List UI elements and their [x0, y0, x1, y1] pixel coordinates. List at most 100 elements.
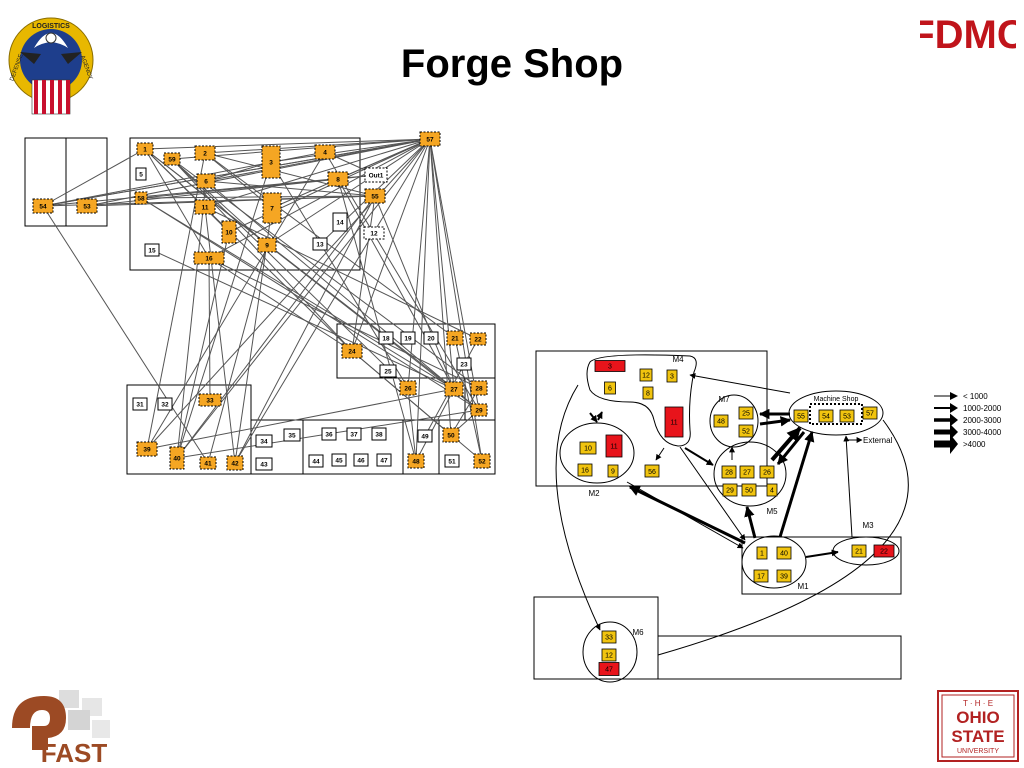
flow-line — [204, 206, 479, 340]
department-node: 5 — [135, 167, 147, 181]
cell-department-node: 52 — [738, 424, 754, 438]
department-node: Out1 — [364, 167, 388, 183]
cell-department-node: 4 — [766, 483, 778, 497]
department-label: 52 — [478, 459, 486, 466]
department-node: 25 — [379, 364, 397, 378]
department-node: 22 — [469, 332, 487, 346]
page-title: Forge Shop — [400, 42, 624, 86]
flow-line — [324, 151, 480, 411]
flow-line — [205, 138, 431, 182]
flow-line — [450, 387, 480, 436]
flow-line — [234, 195, 376, 464]
department-node: 34 — [255, 434, 273, 448]
flow-line — [144, 138, 431, 150]
flow-line — [140, 197, 455, 390]
cell-department-label: 9 — [611, 469, 615, 476]
cell-department-label: 11 — [610, 444, 617, 451]
cell-department-label: 57 — [866, 411, 874, 418]
cell-label: M2 — [588, 489, 600, 498]
department-label: 59 — [168, 157, 176, 164]
flow-line — [204, 206, 236, 464]
flow-line — [234, 138, 431, 464]
flow-line — [144, 148, 210, 259]
legend-label: < 1000 — [963, 392, 988, 401]
department-label: 38 — [375, 432, 383, 439]
department-node: 21 — [446, 330, 464, 346]
department-node: 13 — [312, 237, 328, 251]
department-node: 29 — [470, 403, 488, 417]
legend-item: 2000-3000 — [934, 413, 1002, 427]
cell-department-label: 3 — [670, 374, 674, 381]
cell-label: M5 — [766, 507, 778, 516]
flow-line — [42, 174, 377, 207]
department-label: 7 — [270, 206, 274, 213]
cell-department-label: 47 — [605, 667, 613, 674]
cell-department-node: 8 — [642, 386, 654, 400]
department-label: 4 — [323, 150, 327, 157]
department-label: 47 — [380, 458, 388, 465]
legend-label: 1000-2000 — [963, 404, 1002, 413]
flow-line — [208, 257, 480, 389]
flow-line — [176, 231, 230, 459]
machine-shop-dotted-box — [809, 403, 863, 425]
department-node: 1 — [136, 142, 154, 156]
department-label: 43 — [260, 462, 268, 469]
cell-department-node: 26 — [759, 465, 775, 479]
cell-department-label: 50 — [745, 488, 753, 495]
department-label: 50 — [447, 433, 455, 440]
department-label: 32 — [161, 402, 169, 409]
department-label: 41 — [204, 461, 212, 468]
dla-seal-logo: LOGISTICS DEFENSE AGENCY — [8, 17, 94, 115]
flow-line — [415, 388, 455, 462]
flow-line — [351, 138, 431, 352]
cell-department-node: 11 — [664, 406, 684, 438]
department-node: 50 — [442, 427, 460, 443]
cell-label: M6 — [632, 628, 644, 637]
department-label: 58 — [137, 196, 145, 203]
department-node: 9 — [257, 237, 277, 253]
department-label: 11 — [202, 205, 209, 212]
cell-department-node: 48 — [713, 414, 729, 428]
legend-item: >4000 — [934, 434, 986, 454]
department-node: 40 — [169, 446, 185, 470]
department-node: 49 — [417, 429, 433, 443]
department-node: 31 — [132, 397, 148, 411]
flow-line — [171, 158, 353, 352]
flow-line — [140, 178, 339, 199]
department-label: 28 — [475, 386, 483, 393]
department-node: 7 — [262, 192, 282, 224]
cell-department-label: 33 — [605, 635, 613, 642]
department-label: 19 — [404, 336, 412, 343]
department-label: 44 — [312, 459, 320, 466]
department-node: 54 — [32, 198, 54, 214]
cell-flow-arrows — [555, 373, 909, 656]
department-node: 39 — [136, 441, 158, 457]
department-node: 15 — [144, 243, 160, 257]
department-node: 52 — [473, 453, 491, 469]
cell-outlines — [559, 354, 900, 683]
flow-line — [270, 138, 431, 163]
department-node: 45 — [331, 453, 347, 467]
department-label: 54 — [39, 204, 47, 211]
cell-m2-outline — [559, 422, 635, 484]
department-label: 37 — [350, 432, 358, 439]
department-node: 48 — [407, 453, 425, 469]
cell-department-node: 56 — [644, 464, 660, 478]
department-node: 57 — [419, 131, 441, 147]
cell-department-node: 1 — [756, 546, 768, 560]
department-node: 4 — [314, 144, 336, 160]
department-label: 27 — [450, 387, 458, 394]
department-label: 5 — [139, 172, 143, 179]
cell-department-label: 28 — [725, 470, 733, 477]
cell-department-label: 12 — [605, 653, 613, 660]
department-node: 20 — [423, 331, 439, 345]
department-label: 3 — [269, 160, 273, 167]
cell-department-label: 11 — [670, 420, 677, 427]
department-label: 1 — [143, 147, 147, 154]
department-node: 23 — [456, 357, 472, 371]
cell-department-node: 29 — [722, 483, 738, 497]
department-node: 58 — [134, 191, 148, 205]
department-label: 25 — [384, 369, 392, 376]
flow-line — [176, 161, 272, 459]
